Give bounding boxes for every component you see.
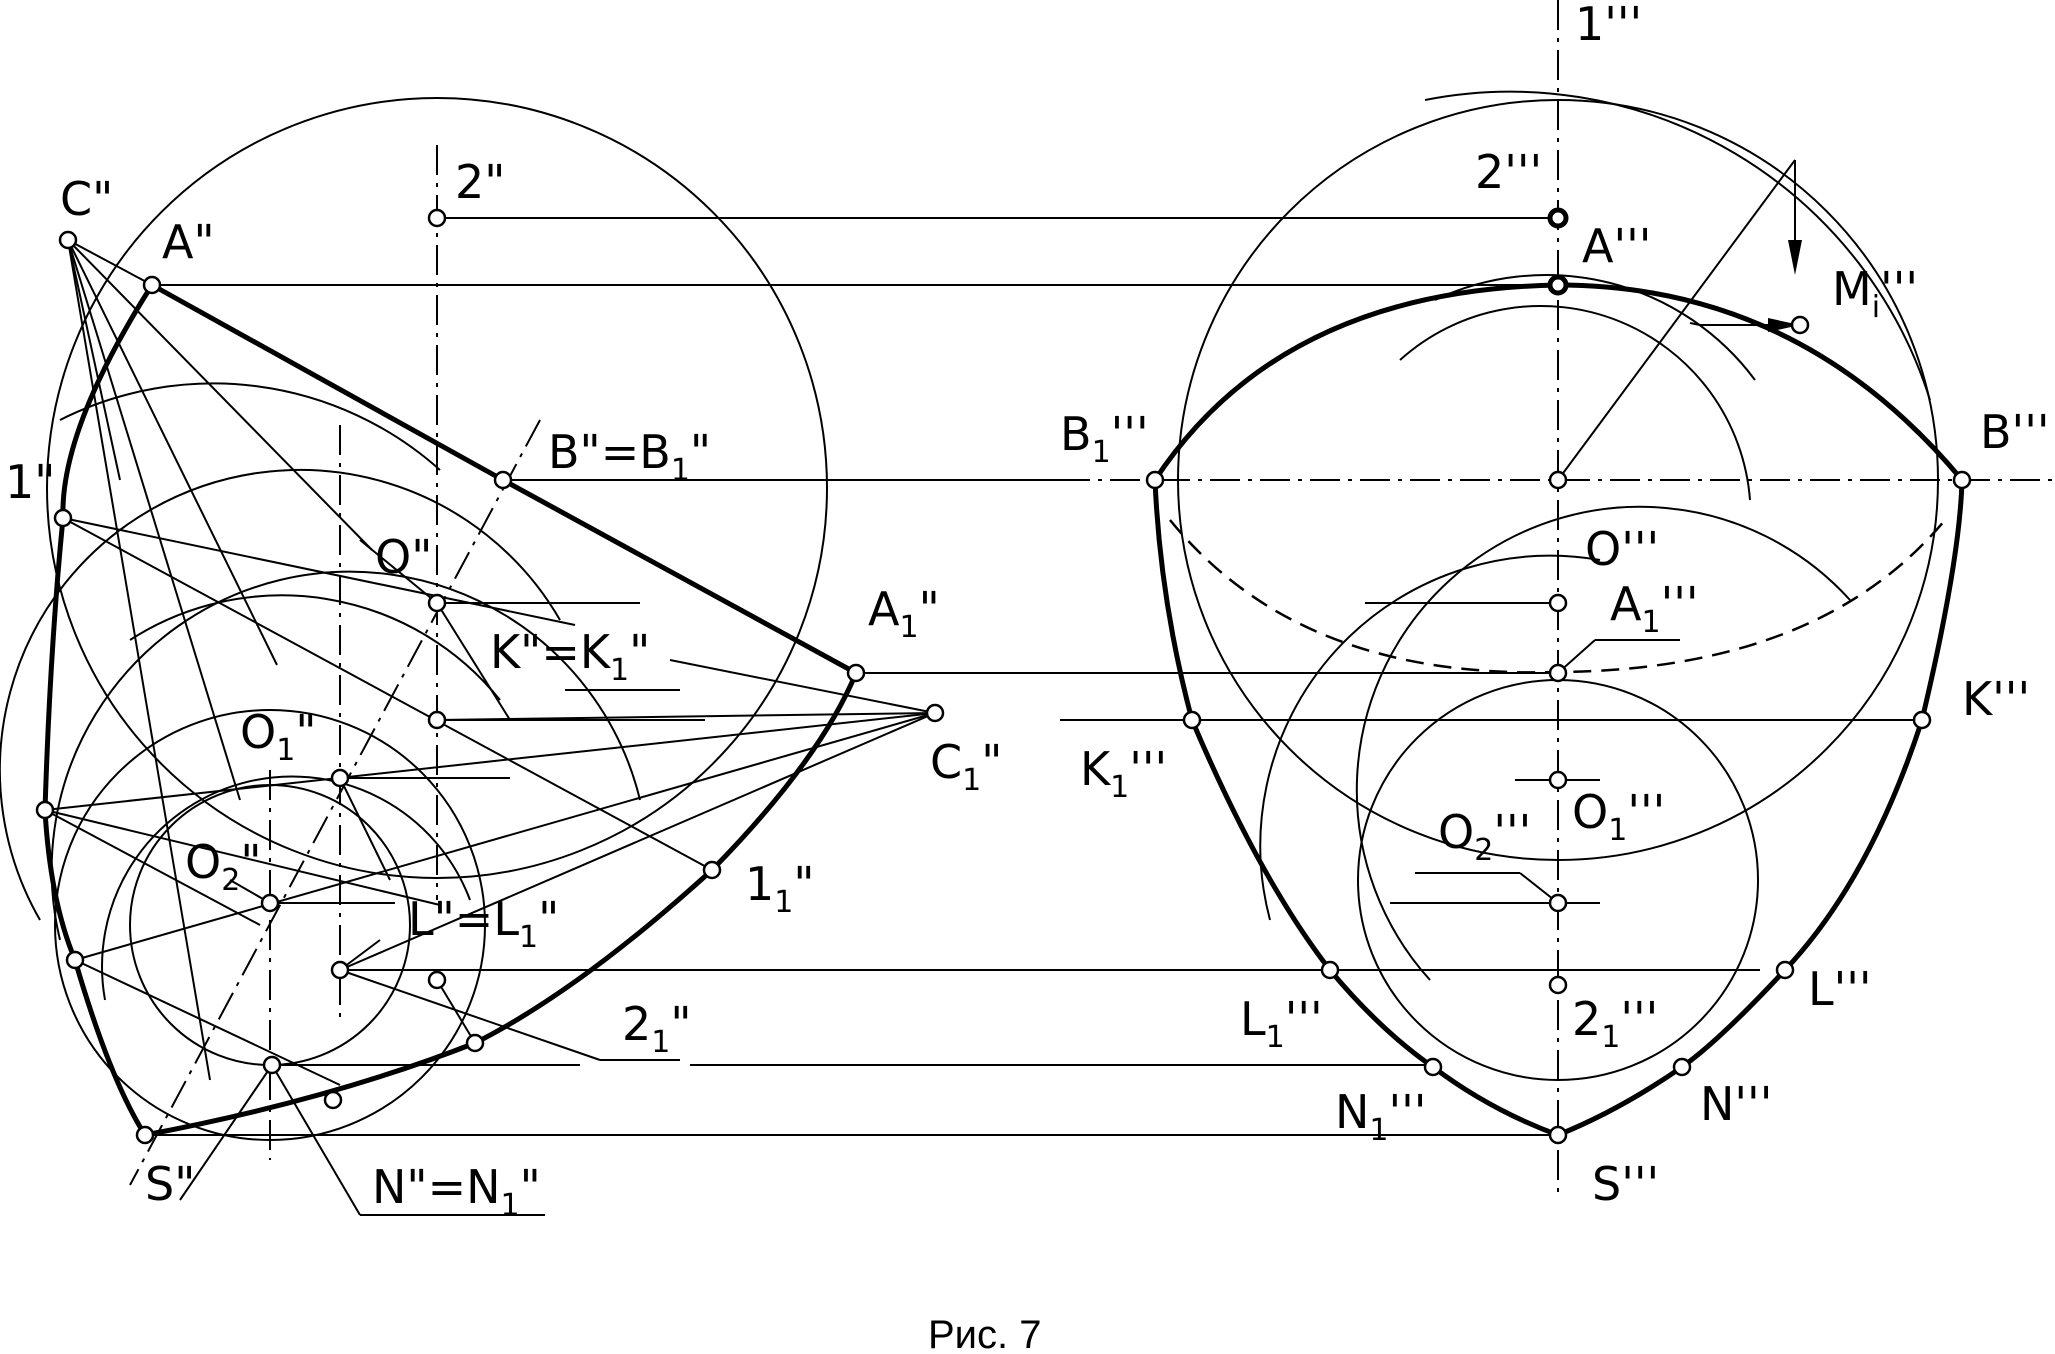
label-Mi-profile: Mi''': [1832, 262, 1918, 325]
label-B-profile: B''': [1980, 405, 2050, 459]
label-N-eq-N1: N"=N1": [372, 1160, 541, 1223]
label-O-profile: O''': [1585, 522, 1659, 576]
label-2-profile: 2''': [1475, 145, 1542, 199]
label-L-profile: L''': [1808, 962, 1872, 1016]
label-A1: A1": [868, 582, 940, 645]
label-K-profile: K''': [1962, 672, 2030, 726]
label-B1-profile: B1''': [1060, 407, 1149, 470]
label-S-profile: S''': [1592, 1157, 1659, 1211]
label-O2: O2": [185, 835, 261, 898]
label-1-profile: 1''': [1575, 0, 1642, 51]
label-2: 2": [455, 155, 505, 209]
label-O1: O1": [240, 705, 316, 768]
label-1-1: 11": [745, 857, 815, 920]
label-B-eq-B1: B"=B1": [548, 425, 711, 488]
figure-caption: Рис. 7: [928, 1313, 1042, 1354]
label-2-1-profile: 21''': [1572, 992, 1658, 1055]
label-O1-profile: O1''': [1572, 785, 1665, 848]
label-C1: C1": [930, 735, 1002, 798]
label-O2-profile: O2''': [1438, 805, 1531, 868]
label-K1-profile: K1''': [1080, 742, 1167, 805]
profile-view: 1''' 2''' A''' Mi''' B1''' B''' O''' A1'…: [1060, 0, 2055, 1211]
label-A: A": [162, 215, 215, 269]
label-N-profile: N''': [1700, 1077, 1772, 1131]
label-S: S": [145, 1157, 195, 1211]
label-L-eq-L1: L"=L1": [408, 892, 559, 955]
label-L1-profile: L1''': [1240, 992, 1323, 1055]
label-2-1: 21": [622, 997, 692, 1060]
label-N1-profile: N1''': [1335, 1085, 1426, 1148]
label-O: O": [375, 530, 432, 584]
label-A-profile: A''': [1582, 219, 1651, 273]
label-A1-profile: A1''': [1610, 577, 1699, 640]
frontal-view: C" A" 2" 1" B"=B1" O" K"=K1" A1" C1" O1"…: [0, 97, 1760, 1223]
label-C: C": [60, 172, 113, 226]
label-K-eq-K1: K"=K1": [490, 625, 650, 688]
label-1: 1": [5, 455, 55, 509]
